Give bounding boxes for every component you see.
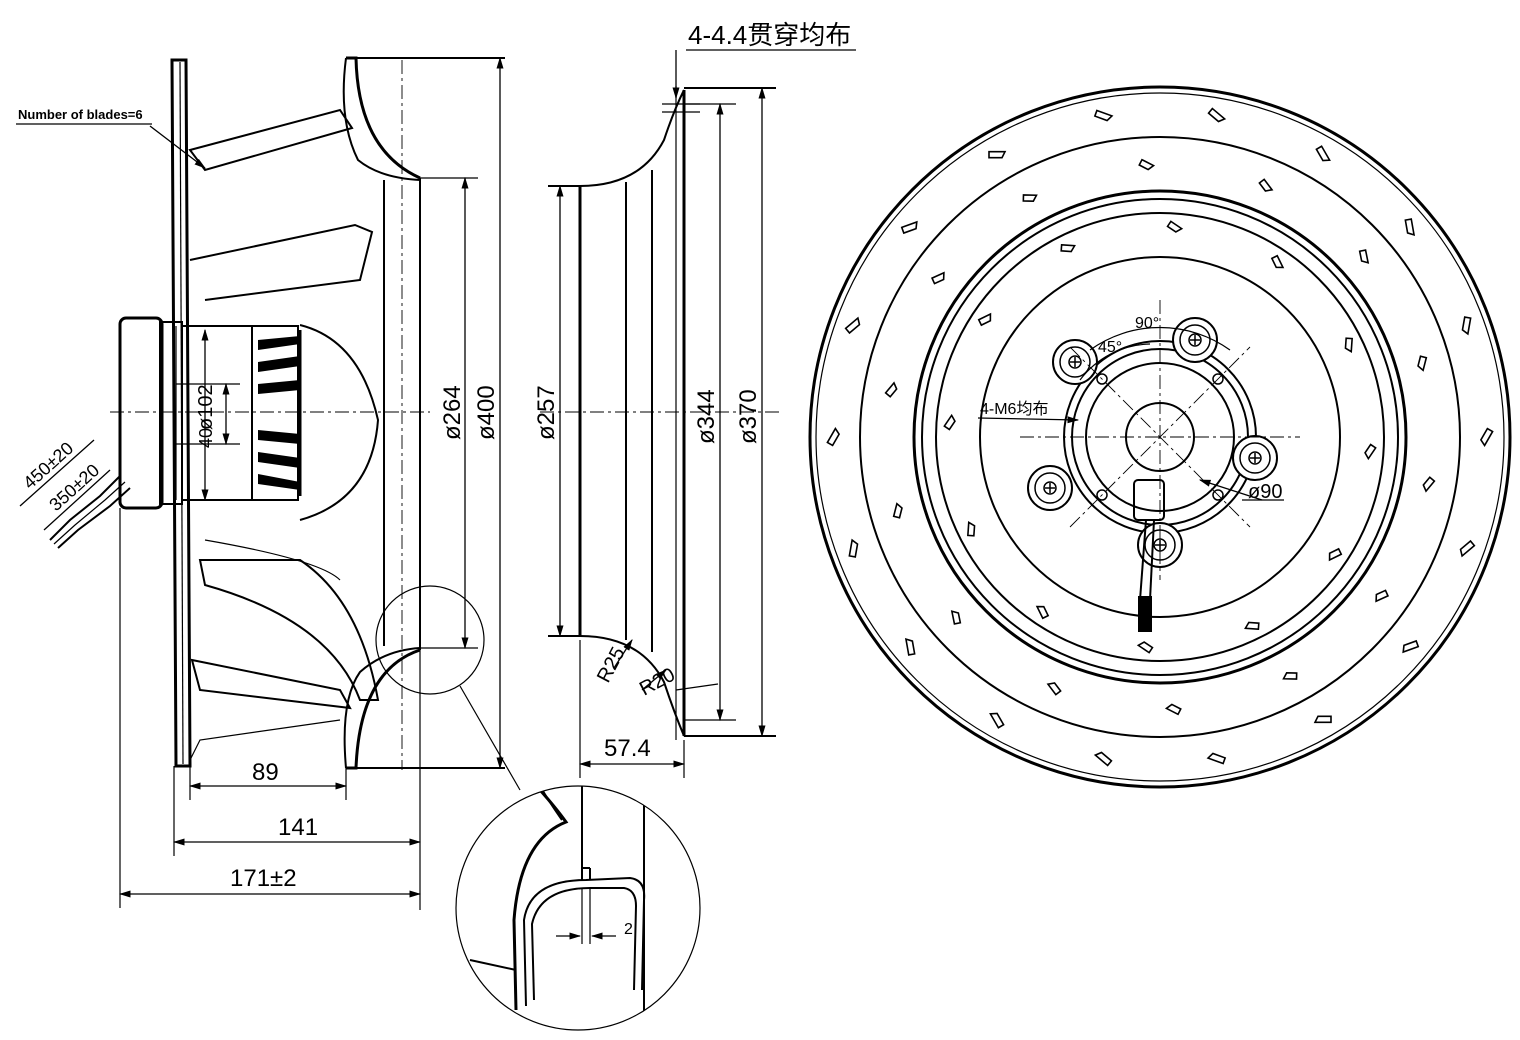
dim-d370: ø370 bbox=[735, 389, 762, 444]
dim-gap-2: 2 bbox=[624, 921, 633, 938]
side-view bbox=[49, 56, 505, 770]
blade-slot bbox=[1206, 752, 1227, 765]
side-dimensions bbox=[16, 56, 521, 910]
blade-slots bbox=[826, 107, 1494, 767]
blade-slot bbox=[1358, 249, 1370, 264]
blade-slot bbox=[1093, 751, 1113, 767]
detail-shroud-outer bbox=[512, 789, 569, 1011]
dim-d102: ø102 bbox=[195, 384, 217, 430]
blade-slot bbox=[1417, 355, 1428, 372]
dim-40: 40 bbox=[196, 428, 216, 448]
inlet-ring bbox=[912, 189, 1408, 685]
dim-141: 141 bbox=[278, 814, 318, 841]
ring-dimensions bbox=[556, 49, 856, 778]
blade-slot bbox=[900, 220, 918, 235]
blade-slot bbox=[1035, 605, 1050, 620]
blade-slot bbox=[1282, 672, 1298, 680]
dim-d264: ø264 bbox=[439, 385, 466, 440]
blade-slot bbox=[1093, 109, 1114, 122]
blade-slot bbox=[1138, 158, 1156, 171]
blade-slot bbox=[1060, 244, 1076, 253]
blade-slot bbox=[1402, 639, 1420, 654]
dim-d400: ø400 bbox=[473, 385, 500, 440]
blade-slot bbox=[1422, 476, 1436, 493]
dim-r20: R20 bbox=[636, 664, 679, 701]
blade-slot bbox=[989, 712, 1005, 729]
mount-boss bbox=[1232, 435, 1278, 481]
blade-slot bbox=[1328, 547, 1343, 562]
blade-slot bbox=[1313, 715, 1332, 724]
cable bbox=[49, 475, 131, 549]
blade-slot bbox=[1344, 337, 1353, 353]
blade-slot bbox=[977, 312, 992, 327]
blade-slot bbox=[1258, 178, 1274, 192]
blade-slot bbox=[1207, 107, 1227, 123]
blade-slot bbox=[1046, 682, 1062, 696]
outer-ring bbox=[808, 85, 1512, 789]
mount-boss bbox=[1172, 317, 1218, 363]
blade-slot bbox=[884, 381, 898, 398]
blade-slot bbox=[988, 150, 1007, 159]
hole-callout: 4-4.4贯穿均布 bbox=[688, 20, 851, 50]
blade-slot bbox=[1404, 218, 1416, 236]
blade-slot bbox=[1461, 316, 1472, 336]
mount-bosses bbox=[1027, 317, 1278, 568]
blade-slot bbox=[904, 638, 916, 656]
blade-slot bbox=[950, 610, 962, 625]
blade-slot bbox=[1479, 427, 1494, 447]
blade-slot bbox=[1164, 703, 1182, 716]
blade-slot bbox=[1364, 443, 1377, 461]
dim-r25: R25 bbox=[593, 644, 630, 687]
hub-body bbox=[299, 324, 380, 521]
mount-boss bbox=[1027, 465, 1073, 511]
dim-d344: ø344 bbox=[693, 389, 720, 444]
blade-slot bbox=[1136, 641, 1154, 654]
dim-d257: ø257 bbox=[533, 385, 560, 440]
angle-90-label: 90° bbox=[1135, 315, 1159, 332]
hub-disc bbox=[979, 256, 1341, 618]
blade-slot bbox=[930, 271, 945, 285]
front-cable bbox=[1133, 479, 1165, 632]
blade-slot bbox=[1166, 220, 1184, 233]
motor bbox=[118, 316, 302, 510]
blade-slot bbox=[1270, 254, 1285, 269]
mount-boss bbox=[1052, 339, 1098, 385]
detail-marker-circle bbox=[375, 585, 485, 695]
dim-d90: ø90 bbox=[1248, 481, 1282, 503]
blade-slot bbox=[844, 316, 861, 335]
screw-callout: 4-M6均布 bbox=[980, 400, 1048, 418]
inlet-edge bbox=[859, 136, 1461, 738]
blade-slot bbox=[967, 521, 976, 537]
dim-171: 171±2 bbox=[230, 865, 297, 892]
shroud-bottom bbox=[346, 648, 421, 770]
blade-slot bbox=[943, 413, 956, 431]
blade-slot bbox=[1022, 194, 1038, 202]
blade-count-label: Number of blades=6 bbox=[18, 107, 143, 122]
blade-slot bbox=[848, 538, 859, 558]
cooling-fins bbox=[258, 336, 300, 490]
shroud-top bbox=[346, 56, 421, 180]
detail-view bbox=[455, 785, 701, 1031]
blade-slot bbox=[1315, 145, 1331, 162]
blade-slot bbox=[826, 427, 841, 447]
dim-57-4: 57.4 bbox=[604, 735, 651, 762]
front-view bbox=[808, 85, 1512, 789]
blade-slot bbox=[1375, 589, 1390, 603]
angle-45-label: 45° bbox=[1098, 339, 1122, 356]
blade-slot bbox=[1244, 621, 1260, 630]
dim-89: 89 bbox=[252, 759, 279, 786]
blade-slot bbox=[892, 502, 903, 519]
blade-slot bbox=[1459, 539, 1476, 558]
